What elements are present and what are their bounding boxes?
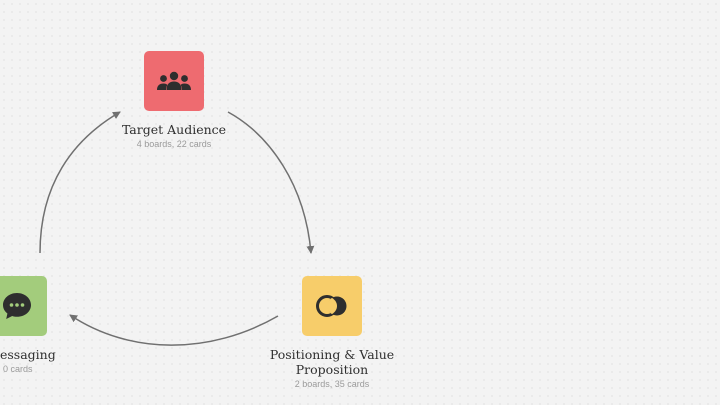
positioning-subtitle: 2 boards, 35 cards xyxy=(294,379,370,389)
messaging-title: essaging xyxy=(0,347,56,362)
messaging-tile[interactable] xyxy=(0,276,47,336)
target-audience-subtitle: 4 boards, 22 cards xyxy=(136,139,212,149)
arrow-messaging-to-target-audience xyxy=(39,111,121,254)
messaging-subtitle: 0 cards xyxy=(3,364,33,374)
positioning-title-line2: Proposition xyxy=(295,362,369,377)
chat-bubble-icon xyxy=(1,291,33,321)
positioning-tile[interactable] xyxy=(302,276,362,336)
arrow-target-audience-to-positioning xyxy=(227,111,315,254)
target-audience-tile[interactable] xyxy=(144,51,204,111)
arrow-positioning-to-messaging xyxy=(69,314,279,346)
target-audience-title: Target Audience xyxy=(121,122,227,137)
positioning-title-line1: Positioning & Value xyxy=(269,347,395,362)
overlapping-circles-icon xyxy=(315,294,349,318)
people-group-icon xyxy=(155,70,193,92)
